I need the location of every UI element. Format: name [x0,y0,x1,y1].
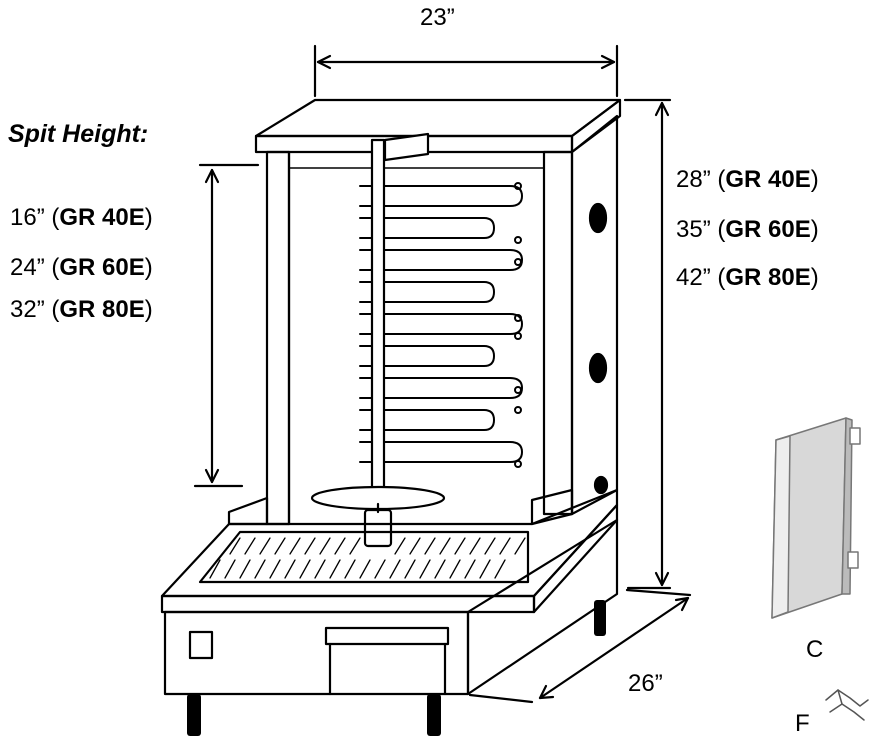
depth-label: 26” [628,670,663,697]
legs [187,600,606,736]
model-name: GR 60E [725,216,811,243]
right-column [542,114,619,516]
spit-size: 24” [10,254,45,281]
spit-height-row-3: 32” (GR 80E) [10,296,153,323]
spit-size: 32” [10,296,45,323]
depth-dimension-arrow [468,588,692,704]
side-shield-accessory [771,417,861,619]
overall-height-row-1: 28” (GR 40E) [676,166,819,193]
spit [310,132,446,548]
accessory-f-label: F [795,710,810,737]
model-name: GR 40E [59,204,145,231]
model-name: GR 60E [59,254,145,281]
spit-height-arrow [193,163,260,488]
switch-knob [593,475,609,495]
top-canopy [254,98,622,154]
spit-height-row-1: 16” (GR 40E) [10,204,153,231]
model-name: GR 40E [725,166,811,193]
overall-height-row-2: 35” (GR 60E) [676,216,819,243]
height-size: 42” [676,264,711,291]
width-dimension-arrow [313,44,619,98]
control-knob-2 [588,352,608,384]
model-name: GR 80E [725,264,811,291]
control-knob-1 [588,202,608,234]
base-cabinet [160,503,619,696]
spit-size: 16” [10,204,45,231]
overall-height-row-3: 42” (GR 80E) [676,264,819,291]
height-size: 28” [676,166,711,193]
heating-elements [359,182,523,468]
model-name: GR 80E [59,296,145,323]
bracket-accessory [825,689,869,721]
height-dimension-arrow [623,98,672,590]
left-column [265,150,291,526]
spit-height-title: Spit Height: [8,120,149,148]
spit-height-row-2: 24” (GR 60E) [10,254,153,281]
width-label: 23” [420,4,455,31]
accessory-c-label: C [806,636,824,663]
height-size: 35” [676,216,711,243]
